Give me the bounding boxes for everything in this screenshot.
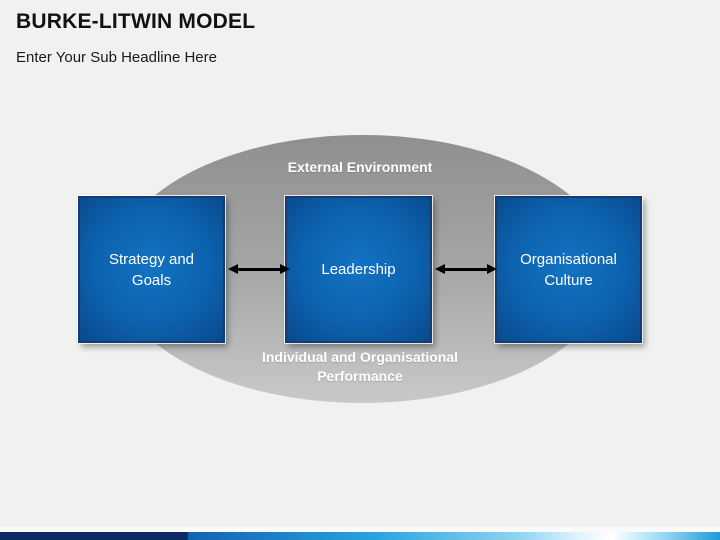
footer-gradient-bar — [0, 532, 720, 540]
box-leadership-label: Leadership — [321, 261, 396, 278]
footer-separator-line — [0, 527, 720, 532]
double-arrow-strategy-leadership — [228, 264, 290, 274]
box-organisational-culture-label: Organisational Culture — [520, 250, 617, 289]
slide-subtitle: Enter Your Sub Headline Here — [16, 49, 217, 66]
individual-organisational-performance-label: Individual and Organisational Performanc… — [261, 349, 459, 384]
box-leadership: Leadership — [285, 196, 432, 343]
double-arrow-leadership-culture — [435, 264, 497, 274]
slide-title: BURKE-LITWIN MODEL — [16, 10, 256, 33]
box-strategy-and-goals-label: Strategy and Goals — [108, 250, 195, 289]
box-strategy-and-goals: Strategy and Goals — [78, 196, 225, 343]
external-environment-label: External Environment — [287, 159, 433, 175]
box-organisational-culture: Organisational Culture — [495, 196, 642, 343]
